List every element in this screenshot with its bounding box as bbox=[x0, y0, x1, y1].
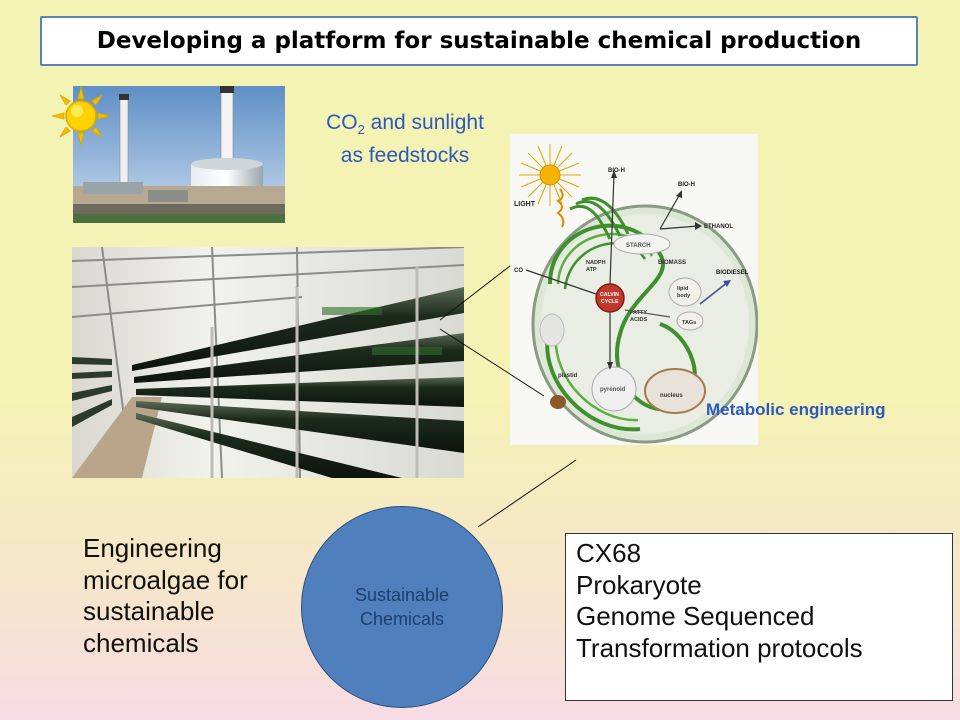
info-line-protocols: Transformation protocols bbox=[576, 632, 863, 663]
svg-text:pyrenoid: pyrenoid bbox=[600, 387, 626, 393]
svg-text:body: body bbox=[677, 293, 691, 299]
svg-text:BIO-H: BIO-H bbox=[608, 168, 625, 174]
algal-cell-diagram: LIGHT STARCH CALVIN CYCLE NADPH ATP BIOM… bbox=[510, 134, 758, 445]
svg-text:TAGs: TAGs bbox=[682, 320, 696, 326]
svg-text:CO: CO bbox=[514, 268, 523, 274]
svg-text:LIGHT: LIGHT bbox=[514, 201, 536, 208]
svg-text:BIO-H: BIO-H bbox=[678, 182, 695, 188]
svg-text:CALVIN: CALVIN bbox=[600, 292, 619, 298]
circle-line-1: Sustainable bbox=[354, 585, 450, 605]
photobioreactor-photo bbox=[72, 247, 464, 478]
info-line-strain: CX68 bbox=[576, 538, 642, 568]
power-plant-photo bbox=[73, 86, 285, 223]
info-line-type: Prokaryote bbox=[576, 569, 702, 600]
svg-text:nucleus: nucleus bbox=[660, 393, 683, 399]
strain-info-box: CX68 Prokaryote Genome Sequenced Transfo… bbox=[565, 533, 953, 701]
svg-text:lipid: lipid bbox=[677, 286, 688, 292]
engineering-microalgae-text: Engineering microalgae for sustainable c… bbox=[83, 533, 248, 658]
svg-text:BIODIESEL: BIODIESEL bbox=[716, 270, 749, 276]
svg-text:ETHANOL: ETHANOL bbox=[704, 224, 733, 230]
svg-text:NADPH: NADPH bbox=[586, 260, 606, 266]
svg-text:ACIDS: ACIDS bbox=[630, 317, 647, 323]
svg-text:FATTY: FATTY bbox=[630, 310, 647, 316]
svg-text:ATP: ATP bbox=[586, 267, 597, 273]
circle-line-2: Chemicals bbox=[359, 609, 445, 629]
metabolic-engineering-label: Metabolic engineering bbox=[706, 400, 886, 419]
svg-text:CYCLE: CYCLE bbox=[601, 299, 619, 305]
sun-icon bbox=[51, 86, 111, 146]
svg-text:BIOMASS: BIOMASS bbox=[658, 260, 686, 266]
feedstock-label: CO2 and sunlight as feedstocks bbox=[326, 111, 484, 168]
sustainable-chemicals-circle: Sustainable Chemicals bbox=[301, 506, 503, 708]
svg-text:STARCH: STARCH bbox=[626, 243, 651, 249]
slide-title-text: Developing a platform for sustainable ch… bbox=[96, 28, 862, 54]
slide-title: Developing a platform for sustainable ch… bbox=[40, 16, 918, 66]
info-line-genome: Genome Sequenced bbox=[576, 601, 815, 631]
svg-text:plastid: plastid bbox=[558, 373, 578, 379]
